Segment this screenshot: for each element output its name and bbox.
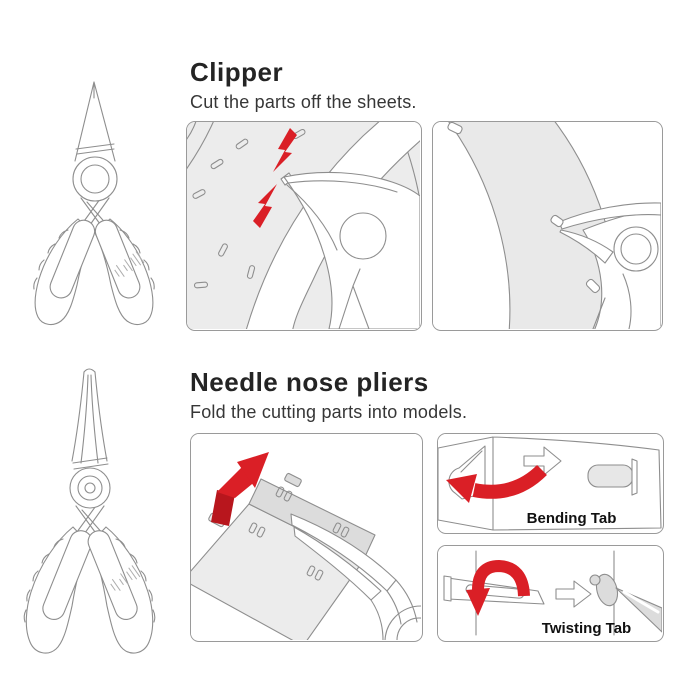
clipper-trimming-illustration (433, 122, 661, 329)
pliers-section-subtitle: Fold the cutting parts into models. (190, 402, 468, 422)
pliers-folding-panel (190, 433, 423, 642)
clipper-cutting-panel (186, 121, 422, 331)
cut-spark-icon (253, 128, 297, 228)
brand-mark-icon (114, 251, 145, 277)
pliers-folding-illustration (191, 434, 421, 640)
bending-tab-illustration (438, 434, 662, 532)
clipper-trimming-panel (432, 121, 663, 331)
bend-arrow-icon (446, 464, 547, 503)
bending-tab-panel: Bending Tab (437, 433, 664, 534)
side-cutter-clipper-icon (33, 81, 155, 326)
fold-arrow-icon (211, 452, 269, 526)
twisting-tab-label: Twisting Tab (541, 620, 632, 637)
twisting-tab-illustration (438, 546, 662, 640)
direction-arrow-icon (523, 446, 562, 476)
clipper-cutting-illustration (187, 122, 420, 329)
bending-tab-label: Bending Tab (526, 510, 617, 527)
brand-mark-icon (110, 565, 141, 591)
direction-arrow-icon (555, 580, 592, 608)
clipper-section-subtitle: Cut the parts off the sheets. (190, 92, 417, 112)
twist-arrow-icon (466, 559, 530, 616)
needle-nose-pliers-icon (23, 368, 156, 654)
pliers-section-title: Needle nose pliers (190, 367, 429, 397)
twisting-tab-panel: Twisting Tab (437, 545, 664, 642)
clipper-section-title: Clipper (190, 57, 284, 87)
